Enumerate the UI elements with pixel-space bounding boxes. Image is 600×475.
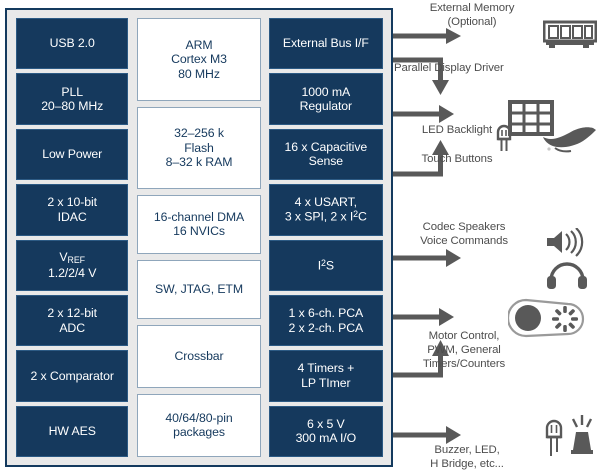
right-peripheral-column: External Bus I/F 1000 mA Regulator 16 x …: [267, 14, 387, 461]
block-i2s[interactable]: I2S: [268, 239, 383, 291]
speaker-headphones-icon: [547, 228, 587, 289]
block-crossbar[interactable]: Crossbar: [137, 324, 261, 388]
block-external-bus-if[interactable]: External Bus I/F: [268, 18, 383, 70]
block-5v-io[interactable]: 6 x 5 V 300 mA I/O: [268, 405, 383, 457]
callout-label-motor-control: Motor Control, PWM, General Timers/Count…: [422, 330, 506, 370]
motor-belt-icon: [508, 298, 585, 338]
block-usart-spi-i2c[interactable]: 4 x USART,3 x SPI, 2 x I2C: [268, 184, 383, 236]
block-idac[interactable]: 2 x 10-bit IDAC: [16, 184, 129, 236]
block-timers[interactable]: 4 Timers + LP TImer: [268, 350, 383, 402]
core-column: ARM Cortex M3 80 MHz 32–256 k Flash 8–32…: [135, 14, 262, 461]
block-flash-ram[interactable]: 32–256 k Flash 8–32 k RAM: [137, 106, 261, 190]
block-pll[interactable]: PLL 20–80 MHz: [16, 73, 129, 125]
block-packages[interactable]: 40/64/80-pin packages: [137, 393, 261, 457]
soc-panel-columns: USB 2.0 PLL 20–80 MHz Low Power 2 x 10-b…: [11, 14, 387, 461]
block-usb[interactable]: USB 2.0: [16, 18, 129, 70]
block-adc[interactable]: 2 x 12-bit ADC: [16, 294, 129, 347]
hand-touch-icon: [543, 127, 596, 153]
callout-label-parallel-display-driver: Parallel Display Driver: [394, 62, 504, 74]
left-peripheral-column: USB 2.0 PLL 20–80 MHz Low Power 2 x 10-b…: [11, 14, 131, 461]
callout-region: External Memory (Optional) Parallel Disp…: [393, 0, 600, 475]
display-grid-icon: [508, 100, 554, 136]
block-capacitive-sense[interactable]: 16 x Capacitive Sense: [268, 128, 383, 181]
block-arm-cortex-m3[interactable]: ARM Cortex M3 80 MHz: [137, 18, 261, 101]
callout-label-buzzer-led: Buzzer, LED, H Bridge, etc...: [430, 444, 504, 470]
callout-arrows: [393, 28, 461, 444]
block-regulator[interactable]: 1000 mA Regulator: [268, 73, 383, 125]
block-hw-aes[interactable]: HW AES: [16, 405, 129, 457]
callout-label-led-backlight: LED Backlight: [421, 124, 493, 136]
block-low-power[interactable]: Low Power: [16, 128, 129, 181]
memory-module-icon: [543, 20, 597, 48]
callout-label-touch-buttons: Touch Buttons: [421, 153, 493, 165]
soc-panel: USB 2.0 PLL 20–80 MHz Low Power 2 x 10-b…: [5, 8, 393, 467]
callout-label-codec-speakers: Codec Speakers Voice Commands: [420, 221, 508, 247]
led-icon: [496, 124, 512, 151]
block-comparator[interactable]: 2 x Comparator: [16, 350, 129, 402]
block-dma-nvic[interactable]: 16-channel DMA 16 NVICs: [137, 195, 261, 254]
block-debug-sw-jtag-etm[interactable]: SW, JTAG, ETM: [137, 259, 261, 319]
led-buzzer-icon: [545, 415, 593, 456]
block-pca[interactable]: 1 x 6-ch. PCA 2 x 2-ch. PCA: [268, 294, 383, 347]
callout-label-external-memory: External Memory (Optional): [429, 2, 515, 28]
